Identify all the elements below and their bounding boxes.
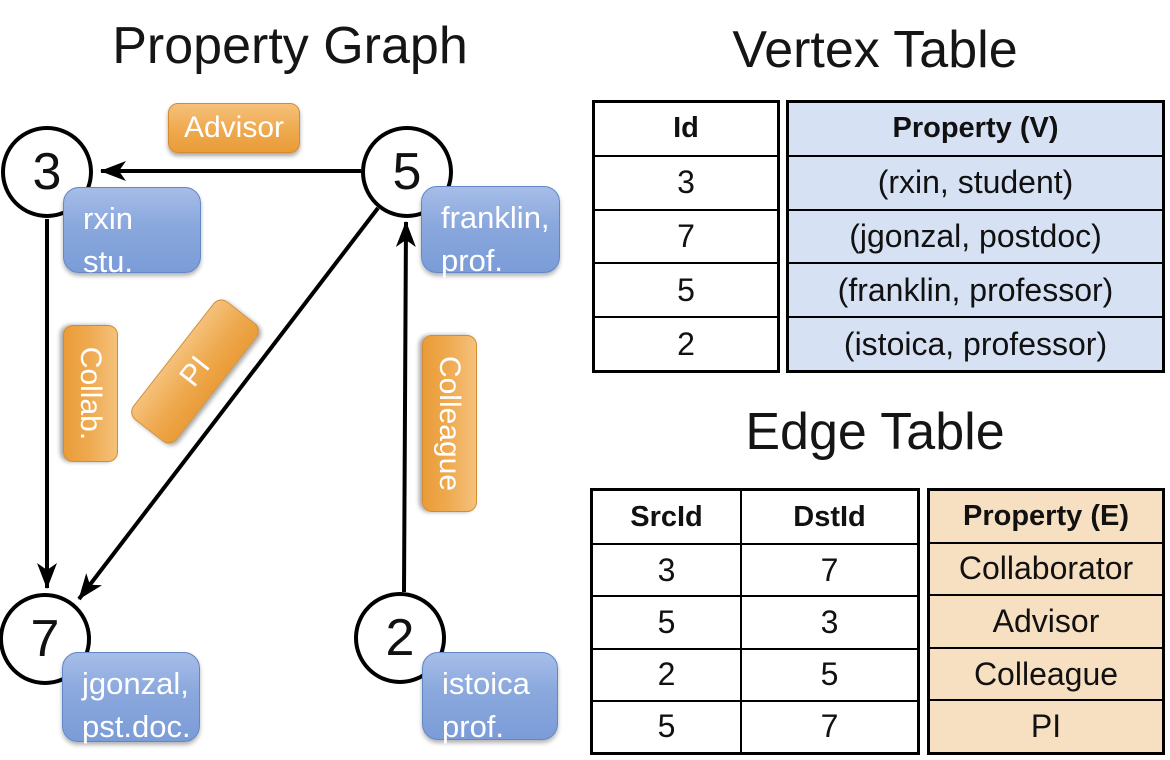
edge-table-title: Edge Table (745, 403, 1005, 461)
node-id: 2 (385, 609, 415, 667)
vertex-id-cell: 7 (595, 208, 777, 263)
vertex-id-header: Id (673, 112, 699, 145)
vertex-property-line: rxin (83, 201, 133, 236)
edge-label-collab-text: Collab. (74, 346, 108, 441)
node-id: 7 (30, 610, 60, 668)
node-id: 5 (392, 143, 422, 201)
graph-node-2: 2 (354, 592, 446, 684)
vertex-id-cell: 2 (595, 316, 777, 370)
edge-property-cell: Colleague (930, 646, 1162, 700)
edge-label-advisor: Advisor (168, 103, 300, 153)
vertex-table-title: Vertex Table (732, 21, 1018, 79)
vertex-property-box-3: rxin stu. (63, 187, 201, 279)
vertex-property-column: Property (V) (rxin, student) (jgonzal, p… (786, 100, 1165, 373)
vertex-property-line: stu. (83, 244, 133, 279)
vertex-property-line: prof. (441, 243, 504, 278)
edge-srcid-cell: 5 (593, 699, 740, 752)
edge-line-pi (77, 206, 380, 601)
edge-property-cell: Advisor (930, 594, 1162, 647)
vertex-property-line: istoica (442, 666, 530, 701)
graph-edges-canvas (37, 161, 416, 601)
vertex-property-header: Property (V) (892, 112, 1059, 145)
edge-line-colleague (395, 221, 416, 593)
edge-label-colleague: Colleague (422, 335, 477, 512)
edge-property-cell: PI (930, 699, 1162, 752)
vertex-property-box-5: franklin, prof. (421, 186, 560, 278)
property-graph-title: Property Graph (112, 17, 468, 75)
edge-srcid-header: SrcId (630, 500, 703, 533)
vertex-property-box-2: istoica prof. (422, 652, 558, 744)
vertex-property-cell: (franklin, professor) (789, 262, 1162, 316)
edge-label-collab: Collab. (63, 325, 118, 462)
edge-dstid-cell: 7 (740, 543, 917, 596)
edge-dstid-cell: 3 (740, 595, 917, 648)
edge-dstid-cell: 7 (740, 699, 917, 752)
edge-srcid-cell: 3 (593, 543, 740, 595)
vertex-property-box-7: jgonzal, pst.doc. (62, 652, 200, 744)
vertex-property-line: franklin, (441, 200, 550, 235)
vertex-id-cell: 5 (595, 262, 777, 316)
edge-srcid-cell: 5 (593, 595, 740, 647)
edge-dstid-cell: 5 (740, 647, 917, 700)
edge-property-header: Property (E) (963, 499, 1129, 532)
vertex-property-cell: (rxin, student) (789, 154, 1162, 209)
edge-property-cell: Collaborator (930, 541, 1162, 595)
vertex-id-cell: 3 (595, 154, 777, 209)
edge-label-colleague-text: Colleague (433, 355, 467, 492)
node-id: 3 (32, 143, 62, 201)
edge-srcid-cell: 2 (593, 647, 740, 700)
edge-label-pi-text: PI (172, 349, 217, 393)
vertex-property-line: prof. (442, 709, 505, 744)
vertex-property-line: jgonzal, (82, 666, 189, 701)
edge-label-advisor-text: Advisor (183, 111, 285, 144)
vertex-property-cell: (istoica, professor) (789, 316, 1162, 370)
edge-dstid-header: DstId (740, 491, 917, 544)
edge-property-column: Property (E) Collaborator Advisor Collea… (927, 488, 1165, 755)
edge-srcdst-columns: SrcId DstId 3 7 5 3 2 5 5 7 (590, 488, 920, 755)
vertex-property-line: pst.doc. (82, 709, 191, 744)
vertex-id-column: Id 3 7 5 2 (592, 100, 780, 373)
graph-node-5: 5 (361, 126, 453, 218)
vertex-property-cell: (jgonzal, postdoc) (789, 208, 1162, 263)
